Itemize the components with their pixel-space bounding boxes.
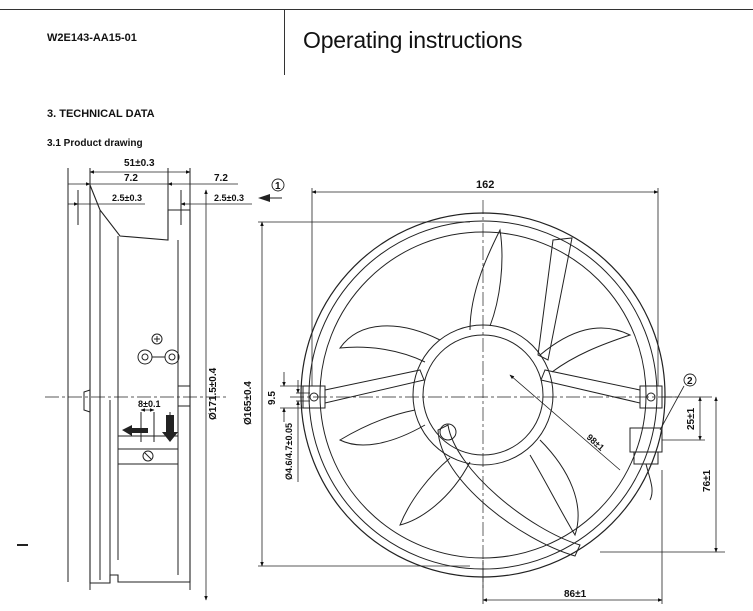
dim-flange-left: 7.2	[124, 173, 138, 184]
margin-dash	[17, 544, 28, 546]
callout-1: 1	[275, 181, 281, 192]
side-view	[45, 168, 228, 590]
dim-connector: 8±0.1	[138, 399, 160, 409]
dim-lug: 9.5	[267, 391, 278, 405]
dim-cable-offset: 25±1	[686, 407, 697, 430]
front-view	[290, 200, 680, 590]
dim-cable-width: 86±1	[564, 589, 587, 600]
document-code: W2E143-AA15-01	[47, 32, 137, 44]
callout-1-circle	[271, 178, 285, 192]
dim-width: 162	[476, 179, 494, 191]
dim-rim-left: 2.5±0.3	[112, 193, 142, 203]
connector-arrow-icon	[162, 415, 178, 442]
dim-cable-height: 76±1	[702, 469, 713, 492]
connector-arrow-icon	[122, 425, 148, 436]
view-arrow-icon	[258, 194, 270, 202]
dim-flange-right: 7.2	[214, 173, 228, 184]
dim-hole: Ø4.6/4.7±0.05	[284, 423, 294, 480]
callout-2-circle	[683, 373, 697, 387]
header-separator	[284, 9, 285, 75]
dim-housing-height: Ø171.5±0.4	[208, 367, 219, 420]
dim-overall-depth: 51±0.3	[124, 158, 155, 169]
subsection-heading: 3.1 Product drawing	[47, 138, 143, 149]
callout-2: 2	[687, 376, 693, 387]
section-heading: 3. TECHNICAL DATA	[47, 108, 155, 120]
dim-diameter: Ø165±0.4	[243, 381, 254, 425]
dim-rim-right: 2.5±0.3	[214, 193, 244, 203]
document-title: Operating instructions	[303, 27, 523, 53]
header-rule	[0, 9, 753, 10]
